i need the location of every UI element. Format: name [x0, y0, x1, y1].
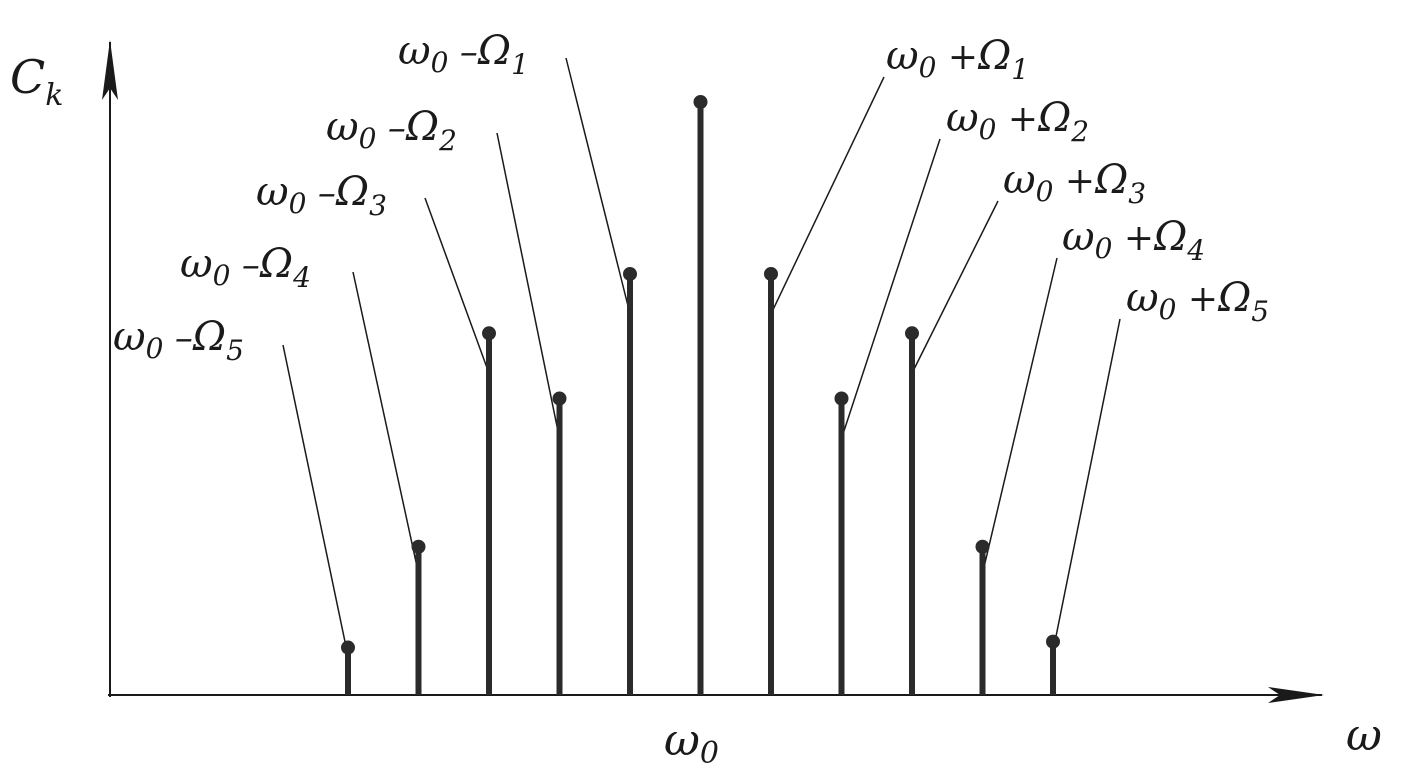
stem-marker-0: [341, 640, 355, 655]
stems: [341, 95, 1060, 695]
stem-marker-6: [764, 266, 778, 281]
x-axis-arrow: [1268, 687, 1324, 703]
stem-label-4: ω0 –Ω1: [398, 28, 529, 81]
stem-label-10: ω0 +Ω5: [1126, 275, 1269, 328]
stem-marker-9: [975, 539, 990, 554]
stem-labels: ω0 –Ω5 ω0 –Ω4 ω0 –Ω3 ω0 –Ω2 ω0 –Ω1 ω0 +Ω1 ω0 +…: [113, 28, 1269, 367]
leader-line-10: [1052, 318, 1121, 652]
stem-label-7: ω0 +Ω2: [946, 95, 1089, 148]
leader-line-0: [282, 344, 349, 657]
y-axis-label: Ck: [10, 50, 63, 113]
stem-label-0: ω0 –Ω5: [113, 314, 244, 367]
stem-marker-4: [623, 266, 637, 281]
stem-marker-10: [1046, 634, 1060, 649]
x-tick-label-center: ω0: [664, 715, 719, 771]
leader-line-7: [840, 138, 941, 439]
stem-marker-8: [905, 326, 919, 341]
stem-marker-7: [834, 391, 849, 406]
leader-lines: [282, 57, 1121, 657]
x-axis-label: ω: [1346, 710, 1382, 761]
leader-line-4: [565, 57, 631, 315]
leader-line-8: [911, 200, 999, 374]
stem-label-2: ω0 –Ω3: [256, 169, 387, 222]
leader-line-3: [496, 132, 561, 439]
stem-marker-2: [482, 326, 496, 341]
stem-label-1: ω0 –Ω4: [180, 241, 311, 294]
y-axis-arrow: [102, 40, 118, 100]
stem-marker-3: [552, 391, 567, 406]
leader-line-2: [424, 197, 490, 374]
leader-line-6: [770, 76, 885, 315]
stem-label-8: ω0 +Ω3: [1003, 157, 1146, 210]
stem-marker-1: [411, 539, 426, 554]
stem-label-9: ω0 +Ω4: [1062, 214, 1205, 267]
stem-label-3: ω0 –Ω2: [326, 104, 457, 157]
leader-line-9: [981, 257, 1058, 574]
stem-label-6: ω0 +Ω1: [886, 33, 1029, 86]
stem-marker-5: [693, 95, 708, 109]
leader-line-1: [352, 271, 420, 574]
